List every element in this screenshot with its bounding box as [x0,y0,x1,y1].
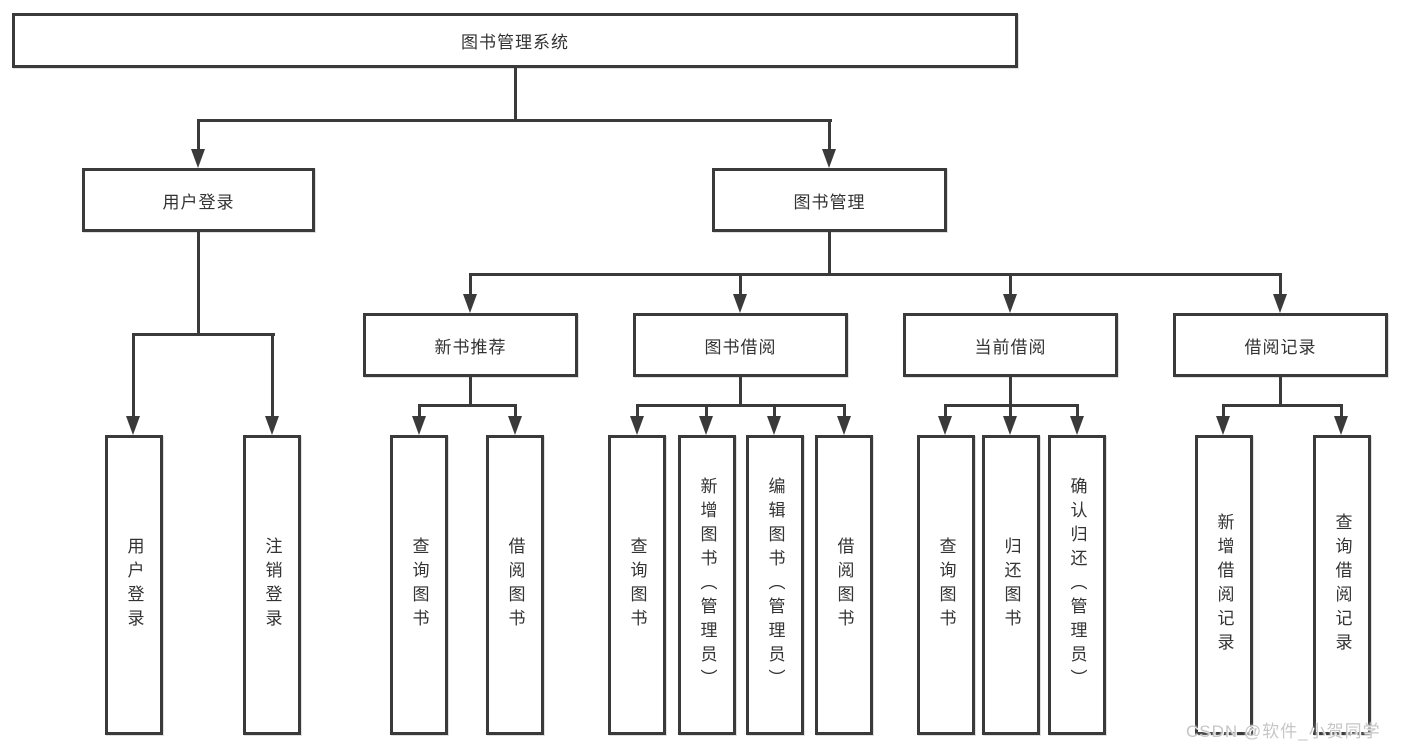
connector [1340,404,1343,418]
node-book-borrow: 图书借阅 [633,313,848,377]
connector [469,273,1282,276]
leaf-current-query-books: 查询图书 [917,435,975,735]
connector [132,333,135,418]
arrow-down-icon [699,416,713,435]
connector [132,333,275,336]
node-book-management: 图书管理 [712,168,947,232]
arrow-down-icon [733,294,747,313]
leaf-recommend-borrow-books-label: 借阅图书 [505,537,525,633]
connector [514,404,517,418]
connector [739,273,742,298]
connector [828,119,831,151]
connector [1009,377,1012,407]
arrow-down-icon [265,416,279,435]
connector [705,404,708,418]
leaf-add-books-admin-label: 新增图书（管理员） [697,477,717,693]
leaf-query-borrow-record-label: 查询借阅记录 [1332,513,1352,657]
node-library-system: 图书管理系统 [12,13,1018,68]
leaf-recommend-query-books-label: 查询图书 [409,537,429,633]
node-new-book-recommend: 新书推荐 [363,313,578,377]
arrow-down-icon [938,416,952,435]
arrow-down-icon [767,416,781,435]
arrow-down-icon [191,149,205,168]
arrow-down-icon [1003,416,1017,435]
connector [418,404,517,407]
leaf-confirm-return-admin: 确认归还（管理员） [1048,435,1106,735]
leaf-logout: 注销登录 [243,435,301,735]
connector [197,232,200,336]
connector [636,404,846,407]
connector [514,68,517,120]
leaf-borrow-books-label: 借阅图书 [834,537,854,633]
arrow-down-icon [1216,416,1230,435]
connector [1009,273,1012,298]
leaf-edit-books-admin: 编辑图书（管理员） [746,435,804,735]
connector [469,273,472,298]
connector [418,404,421,418]
leaf-current-query-books-label: 查询图书 [936,537,956,633]
connector [1009,404,1012,418]
connector [197,119,832,122]
connector [469,377,472,407]
connector [271,333,274,418]
arrow-down-icon [1334,416,1348,435]
leaf-recommend-query-books: 查询图书 [390,435,448,735]
node-current-borrow-label: 当前借阅 [974,337,1047,357]
leaf-confirm-return-admin-label: 确认归还（管理员） [1067,477,1087,693]
node-user-login: 用户登录 [82,168,315,232]
leaf-user-login-label: 用户登录 [124,537,144,633]
leaf-return-books: 归还图书 [982,435,1040,735]
leaf-borrow-query-books: 查询图书 [608,435,666,735]
leaf-edit-books-admin-label: 编辑图书（管理员） [765,477,785,693]
arrow-down-icon [412,416,426,435]
connector [944,404,947,418]
node-book-borrow-label: 图书借阅 [704,337,777,357]
leaf-return-books-label: 归还图书 [1001,537,1021,633]
leaf-user-login: 用户登录 [105,435,163,735]
node-user-login-label: 用户登录 [162,192,235,212]
arrow-down-icon [837,416,851,435]
connector [739,377,742,407]
arrow-down-icon [1070,416,1084,435]
leaf-add-borrow-record-label: 新增借阅记录 [1214,513,1234,657]
arrow-down-icon [1003,294,1017,313]
leaf-logout-label: 注销登录 [262,537,282,633]
csdn-watermark: CSDN @软件_小贺同学 [1186,722,1381,741]
connector [1222,404,1343,407]
arrow-down-icon [822,149,836,168]
node-library-system-label: 图书管理系统 [461,33,569,52]
leaf-borrow-query-books-label: 查询图书 [627,537,647,633]
connector [773,404,776,418]
connector [197,119,200,151]
leaf-borrow-books: 借阅图书 [815,435,873,735]
connector [828,232,831,276]
node-new-book-recommend-label: 新书推荐 [434,337,507,357]
leaf-add-books-admin: 新增图书（管理员） [678,435,736,735]
node-borrow-records-label: 借阅记录 [1244,337,1317,357]
arrow-down-icon [508,416,522,435]
connector [843,404,846,418]
node-current-borrow: 当前借阅 [903,313,1118,377]
connector [1222,404,1225,418]
arrow-down-icon [630,416,644,435]
connector [1279,377,1282,407]
connector [636,404,639,418]
arrow-down-icon [126,416,140,435]
connector [1279,273,1282,298]
leaf-query-borrow-record: 查询借阅记录 [1313,435,1371,735]
node-book-management-label: 图书管理 [793,192,866,212]
arrow-down-icon [1273,294,1287,313]
node-borrow-records: 借阅记录 [1173,313,1388,377]
arrow-down-icon [463,294,477,313]
leaf-recommend-borrow-books: 借阅图书 [486,435,544,735]
leaf-add-borrow-record: 新增借阅记录 [1195,435,1253,735]
connector [1076,404,1079,418]
